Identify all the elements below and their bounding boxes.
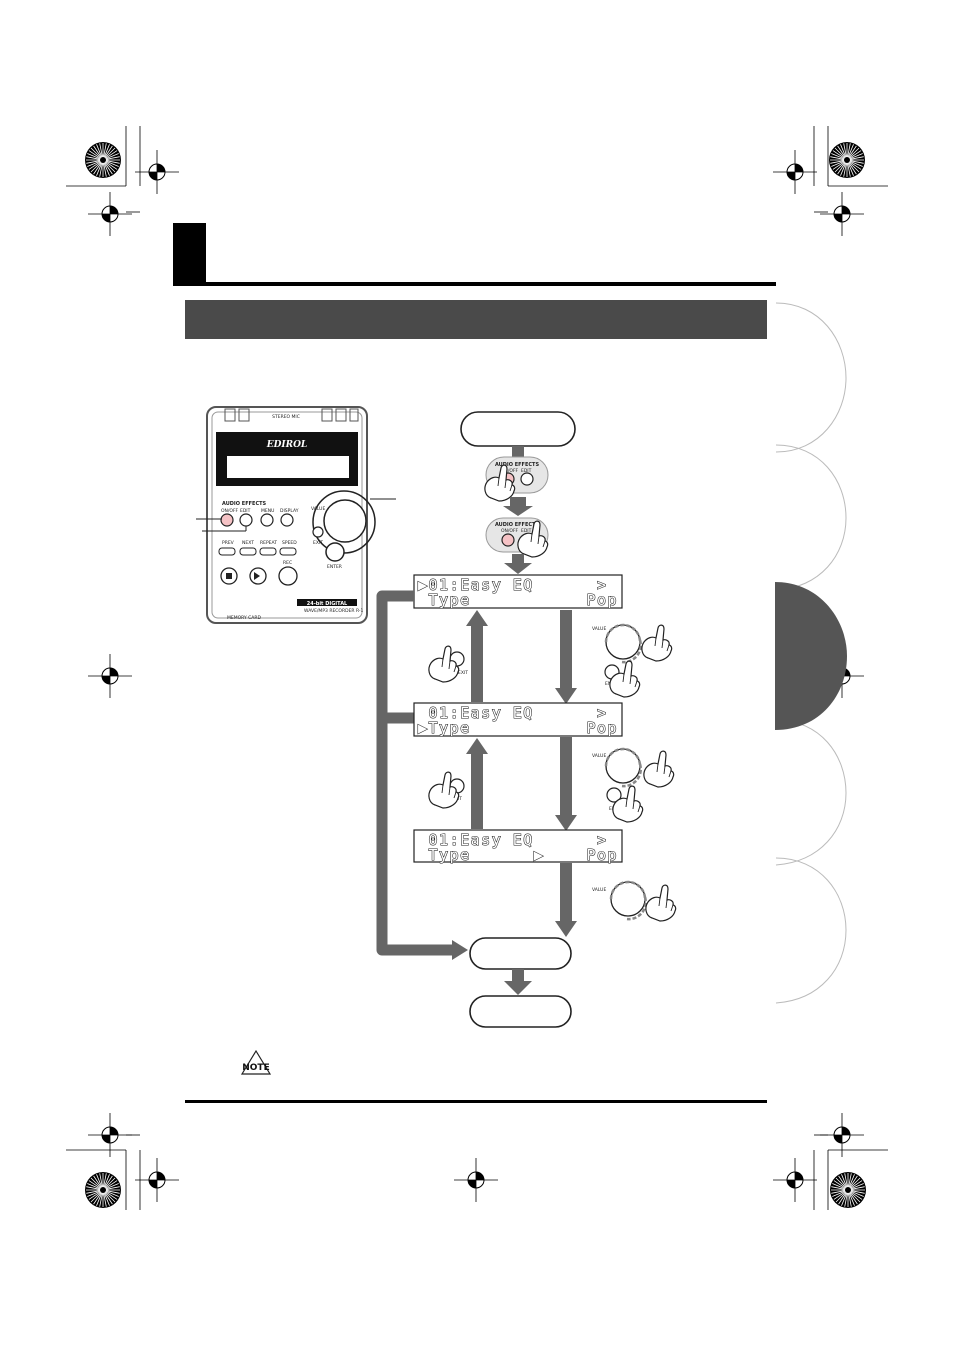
- section-title-bar: [185, 300, 767, 339]
- device-repeat-button[interactable]: [259, 547, 277, 556]
- registration-burst-bottom-right: [829, 1171, 867, 1209]
- device-menu-label: MENU: [261, 508, 274, 514]
- device-display-label: DISPLAY: [280, 508, 299, 514]
- side-tabs: [775, 302, 847, 1004]
- exit-label: EXIT: [458, 670, 468, 676]
- registration-target: [134, 149, 180, 195]
- device-rec-button[interactable]: [278, 566, 298, 586]
- dial-step-3: VALUE: [592, 880, 677, 922]
- enter-button[interactable]: [606, 787, 622, 803]
- effects-header-label: AUDIO EFFECTS: [495, 462, 540, 468]
- device-effects-label: AUDIO EFFECTS: [222, 501, 267, 507]
- pressing-hand-icon: [428, 645, 460, 683]
- device-next-button[interactable]: [239, 547, 257, 556]
- lcd-screen-2: [413, 702, 623, 737]
- device-edit-button[interactable]: [239, 513, 253, 527]
- lcd2-line2: ▶Type Pop: [418, 719, 618, 737]
- device-speed-button[interactable]: [279, 547, 297, 556]
- device-illustration: STEREO MIC EDIROL AUDIO EFFECTS ON/OFF E…: [196, 406, 396, 624]
- device-top-label: STEREO MIC: [272, 414, 300, 420]
- lcd3-line2: Type ▶ Pop: [418, 846, 618, 864]
- effects-edit-label: EDIT: [521, 468, 532, 474]
- device-display-button[interactable]: [280, 513, 294, 527]
- value-label: VALUE: [592, 626, 606, 632]
- device-onoff-button[interactable]: [220, 513, 234, 527]
- side-tab-active: [775, 582, 847, 730]
- device-rec-label: REC: [283, 560, 292, 566]
- crop-marks: [66, 126, 888, 1210]
- device-edit-label: EDIT: [240, 508, 251, 514]
- effects-header-label: AUDIO EFFECTS: [495, 522, 540, 528]
- turning-hand-icon: [643, 750, 675, 788]
- device-digital-text: 24-bit DIGITAL: [307, 601, 348, 607]
- device-memory-label: MEMORY CARD: [227, 615, 262, 621]
- registration-target: [87, 653, 133, 699]
- registration-target: [772, 149, 818, 195]
- lcd2-line1: 01:Easy EQ >: [418, 704, 608, 722]
- value-label: VALUE: [592, 753, 606, 759]
- flow-start-pill: [460, 411, 576, 447]
- effects-onoff-label: ON/OFF: [501, 468, 519, 474]
- device-prev-button[interactable]: [218, 547, 236, 556]
- stop-icon: [226, 573, 232, 579]
- device-value-dial[interactable]: [323, 499, 367, 543]
- registration-burst-bottom-left: [84, 1171, 122, 1209]
- device-next-label: NEXT: [242, 540, 254, 546]
- note-label: NOTE: [242, 1063, 269, 1073]
- device-enter-button[interactable]: [325, 542, 345, 562]
- device-digital-badge: [297, 599, 357, 606]
- exit-step-1: EXIT: [428, 645, 468, 683]
- flow-end-pill: [469, 937, 572, 970]
- chapter-block: [173, 223, 206, 285]
- registration-target: [134, 1157, 180, 1203]
- registration-target: [453, 1157, 499, 1203]
- turning-hand-icon: [641, 624, 673, 662]
- device-speed-label: SPEED: [282, 540, 297, 546]
- device-value-label: VALUE: [311, 506, 325, 512]
- device-exit-button[interactable]: [312, 526, 324, 538]
- lcd-screen-3: [413, 829, 623, 863]
- effects-onoff-label: ON/OFF: [501, 528, 519, 534]
- registration-burst-top-left: [84, 141, 122, 179]
- pressing-hand-icon: [428, 771, 460, 809]
- registration-burst-top-right: [828, 141, 866, 179]
- device-onoff-label: ON/OFF: [221, 508, 239, 514]
- registration-target: [87, 191, 133, 237]
- lcd1-line2: Type Pop: [418, 591, 618, 609]
- lcd1-line1: ▶01:Easy EQ >: [418, 576, 608, 594]
- device-repeat-label: REPEAT: [260, 540, 277, 546]
- header-rule: [173, 282, 776, 286]
- edit-button[interactable]: [520, 472, 534, 486]
- play-icon: [254, 572, 260, 580]
- value-label: VALUE: [592, 887, 606, 893]
- registration-target: [819, 191, 865, 237]
- device-model-label: WAVE/MP3 RECORDER R-1: [304, 608, 364, 614]
- device-lcd-window: [227, 456, 349, 478]
- device-prev-label: PREV: [222, 540, 235, 546]
- effects-edit-label: EDIT: [521, 528, 532, 534]
- device-menu-button[interactable]: [260, 513, 274, 527]
- flow-chart: AUDIO EFFECTS ON/OFF EDIT AUDIO EFFECTS …: [376, 411, 677, 1028]
- device-brand: EDIROL: [266, 440, 308, 450]
- device-enter-label: ENTER: [327, 564, 342, 570]
- device-exit-label: EXIT: [313, 540, 323, 546]
- turning-hand-icon: [645, 884, 677, 922]
- flow-final-pill: [469, 995, 572, 1028]
- exit-step-2: EXIT: [428, 771, 465, 809]
- return-path: [376, 590, 456, 956]
- footer-rule: [185, 1100, 767, 1103]
- dial-enter-step-1: VALUE ENT: [592, 623, 673, 698]
- lcd3-line1: 01:Easy EQ >: [418, 831, 608, 849]
- dial-enter-step-2: VALUE ENT: [592, 747, 675, 823]
- note-icon: NOTE: [240, 1049, 272, 1075]
- registration-target: [772, 1157, 818, 1203]
- lcd-screen-1: [413, 574, 623, 609]
- onoff-button[interactable]: [501, 533, 515, 547]
